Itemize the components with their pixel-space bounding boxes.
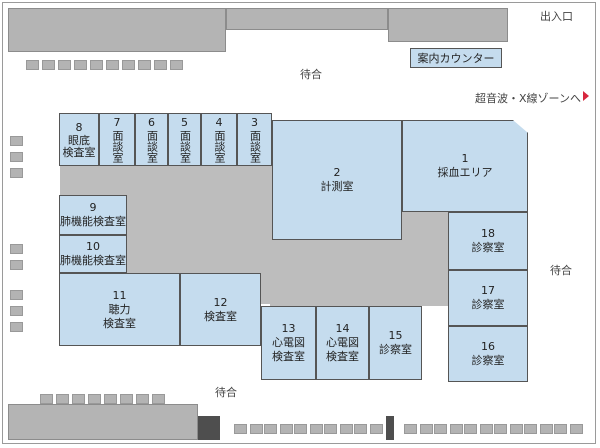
seat — [154, 60, 167, 70]
room-11[interactable]: 11 聴力 検査室 — [59, 273, 180, 346]
seat — [340, 424, 353, 434]
seat — [10, 168, 23, 178]
seat — [120, 394, 133, 404]
seat — [10, 152, 23, 162]
seat — [540, 424, 553, 434]
seat — [434, 424, 447, 434]
wall-top-left — [8, 8, 226, 52]
room-15[interactable]: 15 診察室 — [369, 306, 422, 380]
seat — [310, 424, 323, 434]
wall-dark-bottom-2 — [386, 416, 394, 440]
seat — [450, 424, 463, 434]
wall-top-right-block — [388, 8, 508, 42]
wall-top-middle — [226, 8, 388, 30]
seat — [10, 260, 23, 270]
seat — [88, 394, 101, 404]
room-16[interactable]: 16 診察室 — [448, 326, 528, 382]
room-7[interactable]: 7 面談室 — [99, 113, 135, 166]
seat — [90, 60, 103, 70]
seat — [404, 424, 417, 434]
seat — [234, 424, 247, 434]
seat — [152, 394, 165, 404]
map-frame — [2, 2, 596, 444]
seat — [10, 244, 23, 254]
seat — [510, 424, 523, 434]
seat — [294, 424, 307, 434]
seat — [74, 60, 87, 70]
room-6[interactable]: 6 面談室 — [135, 113, 168, 166]
info-counter: 案内カウンター — [410, 48, 502, 68]
seat — [10, 322, 23, 332]
room-5[interactable]: 5 面談室 — [168, 113, 201, 166]
room-8[interactable]: 8 眼底 検査室 — [59, 113, 99, 166]
room-4[interactable]: 4 面談室 — [201, 113, 237, 166]
seat — [42, 60, 55, 70]
seat — [26, 60, 39, 70]
seat — [10, 136, 23, 146]
seat — [58, 60, 71, 70]
seat — [524, 424, 537, 434]
seat — [570, 424, 583, 434]
room-10[interactable]: 10 肺機能検査室 — [59, 235, 127, 273]
seat — [280, 424, 293, 434]
seat — [106, 60, 119, 70]
exit-label: 出入口 — [540, 10, 573, 23]
wall-dark-bottom — [198, 416, 220, 440]
seat — [56, 394, 69, 404]
seat — [480, 424, 493, 434]
room-17[interactable]: 17 診察室 — [448, 270, 528, 326]
seat — [494, 424, 507, 434]
right-arrow-icon — [583, 91, 589, 101]
seat — [10, 290, 23, 300]
seat — [40, 394, 53, 404]
room-1[interactable]: 1 採血エリア — [402, 120, 528, 212]
seat — [420, 424, 433, 434]
room-2[interactable]: 2 計測室 — [272, 120, 402, 240]
seat — [354, 424, 367, 434]
seat — [370, 424, 383, 434]
seat — [170, 60, 183, 70]
seat — [324, 424, 337, 434]
room-13[interactable]: 13 心電図 検査室 — [261, 306, 316, 380]
seat — [250, 424, 263, 434]
room-3[interactable]: 3 面談室 — [237, 113, 272, 166]
seat — [122, 60, 135, 70]
seat — [138, 60, 151, 70]
ultrasound-zone-label: 超音波・X線ゾーンへ — [475, 92, 581, 105]
room-9[interactable]: 9 肺機能検査室 — [59, 195, 127, 235]
wall-bottom-left — [8, 404, 198, 440]
seat — [264, 424, 277, 434]
seat — [72, 394, 85, 404]
seat — [464, 424, 477, 434]
seat — [554, 424, 567, 434]
waiting-area-top-label: 待合 — [300, 68, 322, 81]
seat — [104, 394, 117, 404]
room-14[interactable]: 14 心電図 検査室 — [316, 306, 369, 380]
seat — [10, 306, 23, 316]
room-18[interactable]: 18 診察室 — [448, 212, 528, 270]
waiting-area-right-label: 待合 — [550, 264, 572, 277]
seat — [136, 394, 149, 404]
room-12[interactable]: 12 検査室 — [180, 273, 261, 346]
waiting-area-bottom-label: 待合 — [215, 386, 237, 399]
